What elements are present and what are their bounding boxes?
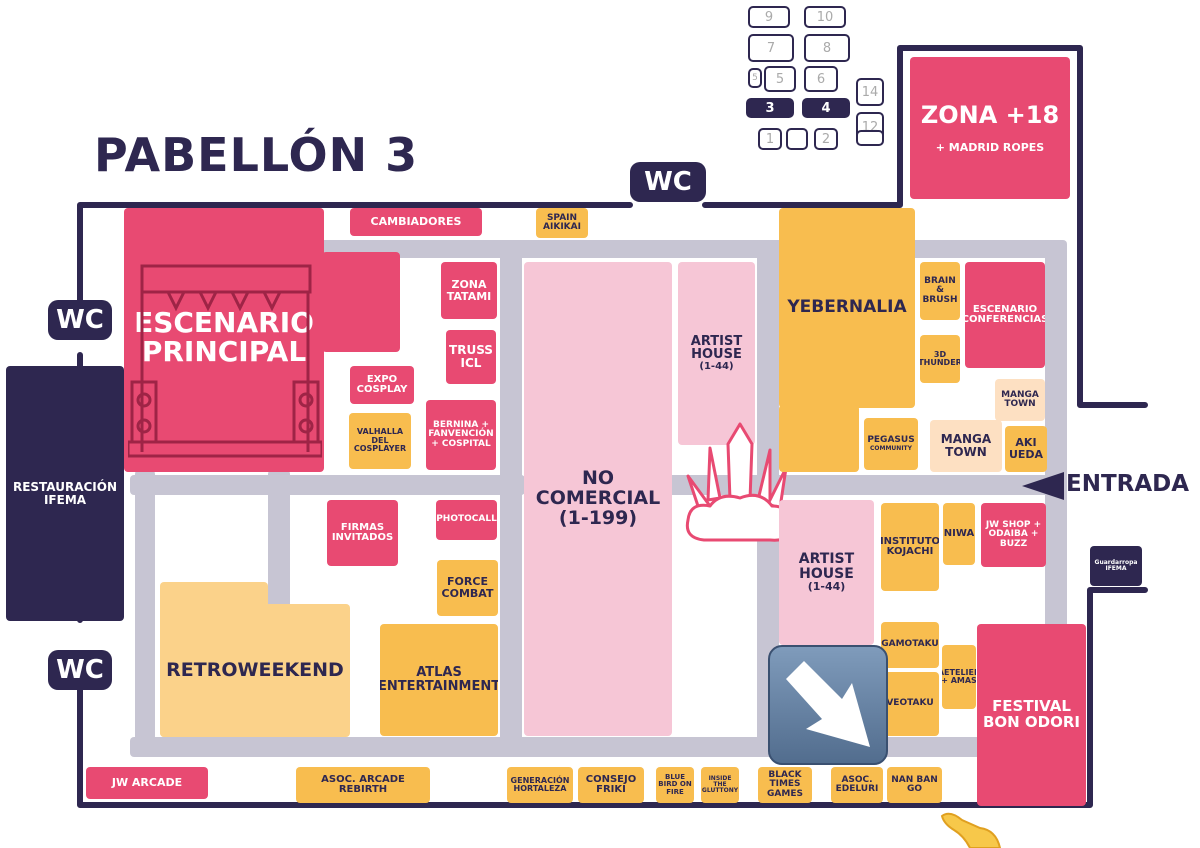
manga-town[interactable]: MANGA TOWN: [930, 420, 1002, 472]
restauracion-ifema[interactable]: RESTAURACIÓN IFEMA: [6, 366, 124, 621]
artist-house-top-label: ARTIST HOUSE: [690, 333, 743, 363]
no-comercial-label: NO COMERCIAL: [535, 467, 661, 510]
aki-ueda[interactable]: AKI UEDA: [1005, 426, 1047, 472]
hall-2[interactable]: 2: [814, 128, 838, 150]
generacion-hortaleza[interactable]: GENERACIÓN HORTALEZA: [507, 767, 573, 803]
aetelier-amas[interactable]: AETELIER + AMAS: [942, 645, 976, 709]
hall-4[interactable]: 4: [802, 98, 850, 118]
entrance-arrow-icon: [1022, 472, 1064, 500]
hall-5-small[interactable]: 5: [748, 68, 762, 88]
niwa[interactable]: NIWA: [943, 503, 975, 565]
veotaku[interactable]: VEOTAKU: [881, 672, 939, 736]
zona-tatami[interactable]: ZONA TATAMI: [441, 262, 497, 319]
aisle-mid-left: [130, 475, 525, 495]
entrance-label: ENTRADA: [1066, 471, 1190, 497]
black-times-games[interactable]: BLACK TIMES GAMES: [758, 767, 812, 803]
pegasus-community[interactable]: PEGASUS COMMUNITY: [864, 418, 918, 470]
hall-1b[interactable]: [786, 128, 808, 150]
consejo-friki[interactable]: CONSEJO FRIKI: [578, 767, 644, 803]
hall-10[interactable]: 10: [804, 6, 846, 28]
jw-arcade[interactable]: JW ARCADE: [86, 767, 208, 799]
3d-thunder[interactable]: 3D THUNDER: [920, 335, 960, 383]
artist-house-top[interactable]: ARTIST HOUSE (1-44): [678, 262, 755, 445]
hall-1[interactable]: 1: [758, 128, 782, 150]
artist-house-bottom-label: ARTIST HOUSE: [798, 551, 855, 582]
arrow-down-right-icon: [786, 661, 870, 747]
escenario-principal-side: [322, 252, 400, 352]
valhalla-del-cosplayer[interactable]: VALHALLA DEL COSPLAYER: [349, 413, 411, 469]
artist-house-bottom[interactable]: ARTIST HOUSE (1-44): [779, 500, 874, 645]
yebernalia-lower: [779, 405, 859, 472]
hall-6[interactable]: 6: [804, 66, 838, 92]
atlas-entertainment[interactable]: ATLAS ENTERTAINMENT: [380, 624, 498, 736]
truss-icl[interactable]: TRUSS ICL: [446, 330, 496, 384]
hall-5[interactable]: 5: [764, 66, 796, 92]
wc-left-top[interactable]: WC: [48, 300, 112, 340]
wc-top[interactable]: WC: [630, 162, 706, 202]
spain-aikikai[interactable]: SPAIN AIKIKAI: [536, 208, 588, 238]
firmas-invitados[interactable]: FIRMAS INVITADOS: [327, 500, 398, 566]
hall-7[interactable]: 7: [748, 34, 794, 62]
hall-8[interactable]: 8: [804, 34, 850, 62]
pointing-hand-icon: [940, 812, 1002, 848]
stage-truss-icon: [128, 264, 322, 458]
inside-the-gluttony[interactable]: INSIDE THE GLUTTONY: [701, 767, 739, 803]
retroweekend[interactable]: RETROWEEKEND: [160, 604, 350, 737]
expo-cosplay[interactable]: EXPO COSPLAY: [350, 366, 414, 404]
no-comercial[interactable]: NO COMERCIAL (1-199): [524, 262, 672, 736]
festival-bon-odori[interactable]: FESTIVAL BON ODORI: [977, 624, 1086, 806]
asoc-edeluri[interactable]: ASOC. EDELURI: [831, 767, 883, 803]
photocall[interactable]: PHOTOCALL: [436, 500, 497, 540]
page-title: PABELLÓN 3: [94, 128, 419, 182]
gamotaku[interactable]: GAMOTAKU: [881, 622, 939, 668]
force-combat[interactable]: FORCE COMBAT: [437, 560, 498, 616]
jw-shop-odaiba-buzz[interactable]: JW SHOP + ODAIBA + BUZZ: [981, 503, 1046, 567]
hall-3[interactable]: 3: [746, 98, 794, 118]
next-area-button[interactable]: [768, 645, 888, 765]
nan-ban-go[interactable]: NAN BAN GO: [887, 767, 942, 803]
aisle-v-1: [135, 470, 155, 755]
instituto-kojachi[interactable]: INSTITUTO KOJACHI: [881, 503, 939, 591]
yebernalia[interactable]: YEBERNALIA: [779, 208, 915, 408]
hall-14[interactable]: 14: [856, 78, 884, 106]
zona-18-label: ZONA +18: [920, 100, 1060, 129]
no-comercial-range: (1-199): [558, 506, 638, 529]
bernina-fanvencion-cospital[interactable]: BERNINA + FANVENCIÓN + COSPITAL: [426, 400, 496, 470]
artist-house-top-range: (1-44): [699, 360, 734, 372]
blue-bird-on-fire[interactable]: BLUE BIRD ON FIRE: [656, 767, 694, 803]
hall-9[interactable]: 9: [748, 6, 790, 28]
asoc-arcade-rebirth[interactable]: ASOC. ARCADE REBIRTH: [296, 767, 430, 803]
guardarropa-ifema[interactable]: Guardarropa IFEMA: [1090, 546, 1142, 586]
pegasus-label: PEGASUS: [867, 435, 915, 446]
escenario-principal-label: ESCENARIO PRINCIPAL: [134, 306, 314, 369]
artist-house-bottom-range: (1-44): [807, 580, 846, 594]
madrid-ropes-label: + MADRID ROPES: [935, 140, 1045, 154]
escenario-conferencias[interactable]: ESCENARIO CONFERENCIAS: [965, 262, 1045, 368]
zona-18[interactable]: ZONA +18 + MADRID ROPES: [910, 57, 1070, 199]
brain-and-brush[interactable]: BRAIN & BRUSH: [920, 262, 960, 320]
wc-left-bottom[interactable]: WC: [48, 650, 112, 690]
hall-12b[interactable]: [856, 130, 884, 146]
manga-town-small[interactable]: MANGA TOWN: [995, 379, 1045, 421]
cambiadores[interactable]: CAMBIADORES: [350, 208, 482, 236]
pegasus-sublabel: COMMUNITY: [869, 444, 912, 452]
aisle-v-3: [500, 240, 522, 755]
art-tools-icon: [685, 422, 792, 542]
